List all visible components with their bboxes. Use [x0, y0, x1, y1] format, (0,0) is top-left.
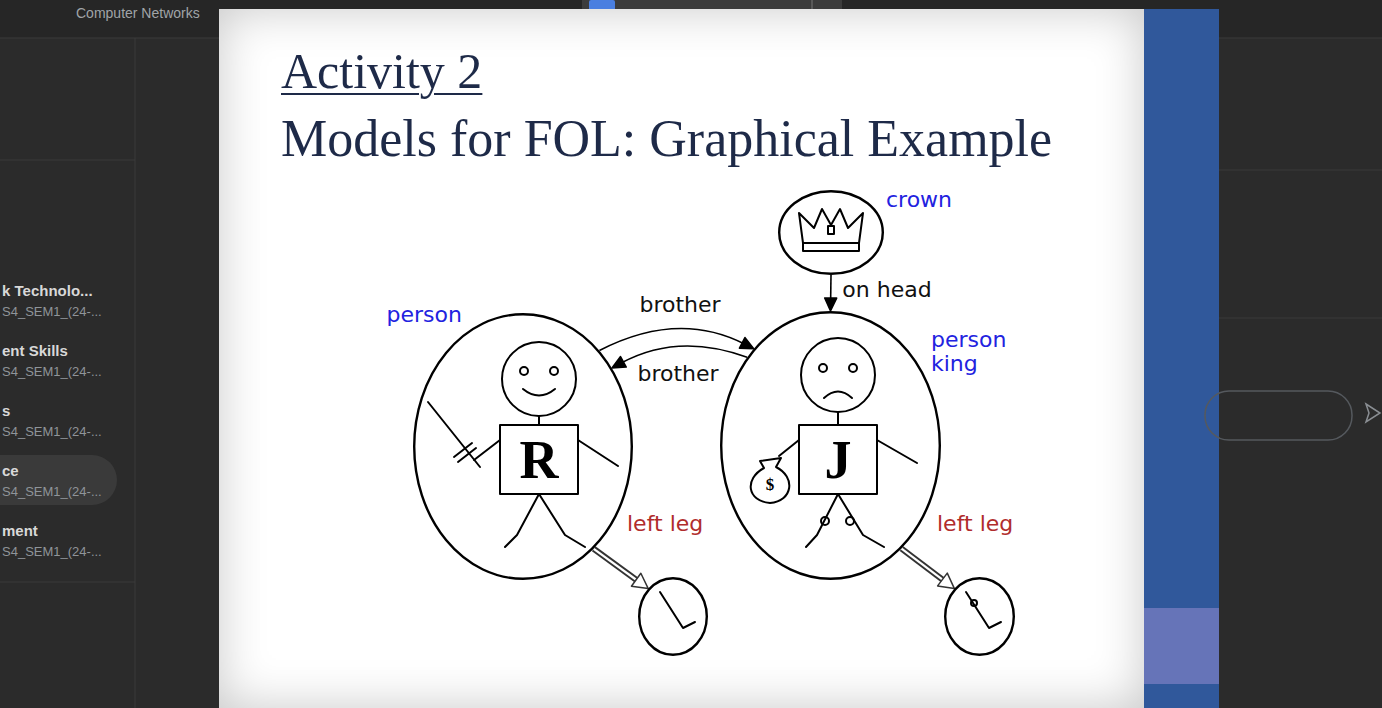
circle-outline [944, 577, 1015, 656]
relation-arrow [825, 275, 837, 311]
course-name: ment [2, 523, 38, 540]
entity-circle: crown [778, 190, 884, 275]
relation-label: on head [839, 278, 934, 302]
class-label: crown [886, 188, 952, 212]
relation-label: brother [636, 293, 723, 317]
activity-heading: Activity 2 [281, 46, 482, 96]
course-code: S4_SEM1_(24-... [2, 305, 102, 319]
course-name: k Technolo... [2, 283, 93, 300]
circle-outline [778, 190, 884, 275]
person-letter: J [825, 433, 852, 487]
entity-circle: left leg [944, 577, 1015, 656]
class-label: person king [931, 328, 1006, 376]
circle-outline [638, 577, 708, 656]
relation-label: brother [634, 362, 721, 386]
course-name: ce [2, 463, 19, 480]
person-letter: R [520, 433, 559, 487]
slide-title: Models for FOL: Graphical Example [281, 113, 1052, 165]
part-label: left leg [937, 512, 1013, 536]
course-name: s [2, 403, 10, 420]
course-code: S4_SEM1_(24-... [2, 425, 102, 439]
class-label: person [387, 303, 462, 327]
breadcrumb-text: Computer Networks [76, 6, 200, 21]
course-code: S4_SEM1_(24-... [2, 545, 102, 559]
part-label: left leg [627, 512, 703, 536]
entity-circle: left leg [638, 577, 708, 656]
entity-circle: personR [413, 313, 633, 580]
part-arrow [594, 549, 649, 589]
course-code: S4_SEM1_(24-... [2, 365, 102, 379]
dollar-sign: $ [766, 476, 775, 493]
entity-circle: person kingJ [720, 311, 941, 580]
relation-arrow [599, 328, 753, 350]
course-code: S4_SEM1_(24-... [2, 485, 102, 499]
course-name: ent Skills [2, 343, 68, 360]
part-arrow [902, 549, 955, 589]
